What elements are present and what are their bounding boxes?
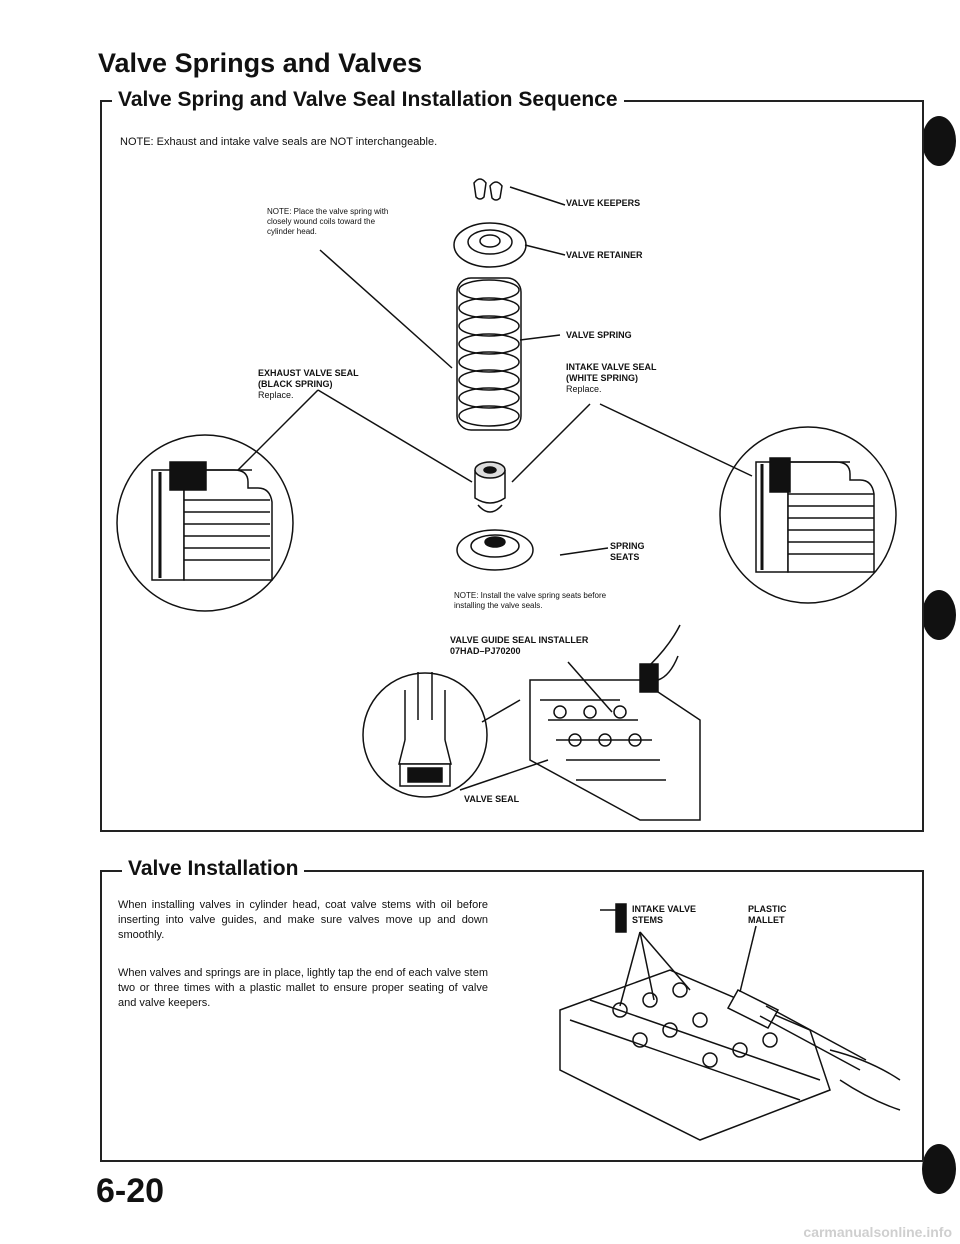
page-number: 6-20 xyxy=(96,1172,165,1210)
valve-seal-label: VALVE SEAL xyxy=(464,794,520,804)
intake-stems-label: INTAKE VALVE STEMS xyxy=(632,904,697,925)
valve-spring-exploded-diagram xyxy=(237,178,753,571)
binder-hole xyxy=(922,1144,956,1194)
binder-hole xyxy=(922,590,956,640)
intake-seal-detail-circle xyxy=(719,426,897,604)
seal-installer-diagram xyxy=(362,624,701,821)
interchange-note: NOTE: Exhaust and intake valve seals are… xyxy=(120,136,438,148)
spring-seats-note: NOTE: Install the valve spring seats bef… xyxy=(454,591,607,610)
installer-label: VALVE GUIDE SEAL INSTALLER 07HAD–PJ70200 xyxy=(450,635,589,656)
exhaust-seal-detail-circle xyxy=(116,434,294,612)
valve-spring-label: VALVE SPRING xyxy=(566,330,632,340)
page-title: Valve Springs and Valves xyxy=(98,48,423,78)
plastic-mallet-label: PLASTIC MALLET xyxy=(748,904,787,925)
spring-orientation-note: NOTE: Place the valve spring with closel… xyxy=(267,207,389,236)
binder-hole xyxy=(922,116,956,166)
watermark: carmanualsonline.info xyxy=(803,1224,952,1240)
installation-paragraph-2: When valves and springs are in place, li… xyxy=(118,967,488,1009)
spring-seats-label: SPRING SEATS xyxy=(610,541,645,562)
valve-retainer-label: VALVE RETAINER xyxy=(566,250,643,260)
exhaust-seal-label: EXHAUST VALVE SEAL (BLACK SPRING) Replac… xyxy=(258,368,359,400)
valve-keepers-label: VALVE KEEPERS xyxy=(566,198,641,208)
intake-seal-label: INTAKE VALVE SEAL (WHITE SPRING) Replace… xyxy=(566,362,657,394)
section-heading-valve-installation: Valve Installation xyxy=(122,857,305,881)
section-heading-seal-sequence: Valve Spring and Valve Seal Installation… xyxy=(112,88,624,112)
installation-paragraph-1: When installing valves in cylinder head,… xyxy=(118,899,488,941)
